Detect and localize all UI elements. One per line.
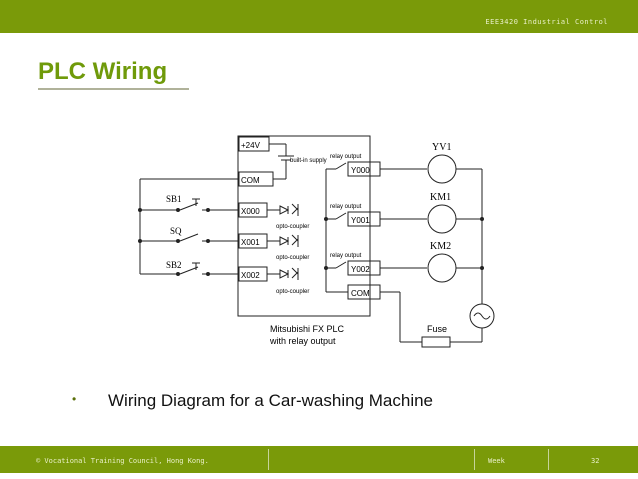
plc-caption-line1: Mitsubishi FX PLC — [270, 324, 345, 334]
footer-week: Week — [488, 457, 505, 465]
label-x001: X001 — [241, 238, 260, 247]
footer-divider — [548, 449, 549, 470]
wiring-diagram: +24V COM X000 X001 X002 Y000 Y001 Y002 C… — [138, 135, 495, 348]
label-x000: X000 — [241, 207, 260, 216]
footer-organization: © Vocational Training Council, Hong Kong… — [36, 457, 209, 465]
label-y000: Y000 — [351, 166, 370, 175]
plc-caption-line2: with relay output — [269, 336, 336, 346]
slide-title: PLC Wiring — [38, 58, 168, 85]
footer-divider — [474, 449, 475, 470]
footer-divider — [268, 449, 269, 470]
bullet-text: Wiring Diagram for a Car-washing Machine — [108, 391, 434, 410]
label-y002: Y002 — [351, 265, 370, 274]
label-km2: KM2 — [430, 241, 451, 252]
label-yv1: YV1 — [432, 142, 451, 153]
label-sq: SQ — [170, 226, 182, 236]
label-opto-0: opto-coupler — [276, 224, 309, 230]
label-sb1: SB1 — [166, 194, 182, 204]
footer-bar: © Vocational Training Council, Hong Kong… — [0, 446, 638, 473]
opto-coupler-x001 — [267, 234, 299, 247]
label-x002: X002 — [241, 271, 260, 280]
label-sb2: SB2 — [166, 260, 182, 270]
page-number: 32 — [591, 457, 600, 465]
bullet-marker: • — [72, 392, 77, 406]
course-code: EEE3420 Industrial Control — [485, 18, 608, 26]
label-relay-output-1: relay output — [330, 204, 362, 210]
label-builtin-supply: built-in supply — [290, 158, 327, 164]
label-com-in: COM — [241, 176, 260, 185]
label-y001: Y001 — [351, 216, 370, 225]
label-relay-output-0: relay output — [330, 154, 362, 160]
label-opto-1: opto-coupler — [276, 255, 309, 261]
header-bar: EEE3420 Industrial Control — [0, 0, 638, 33]
label-km1: KM1 — [430, 192, 451, 203]
label-opto-2: opto-coupler — [276, 289, 309, 295]
label-com-out: COM — [351, 289, 370, 298]
label-relay-output-2: relay output — [330, 253, 362, 259]
label-fuse: Fuse — [427, 324, 447, 334]
label-24v: +24V — [241, 141, 261, 150]
title-underline — [38, 88, 189, 90]
opto-coupler-x002 — [267, 267, 299, 280]
opto-coupler-x000 — [267, 203, 299, 216]
